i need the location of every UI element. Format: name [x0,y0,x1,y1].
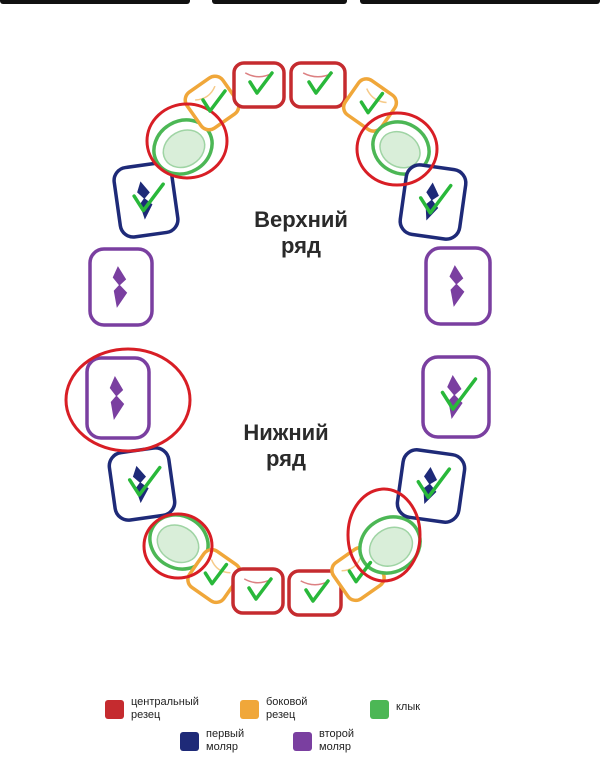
legend-label-canine: клык [396,701,421,713]
annotation-layer [64,71,478,603]
circle-mark-upper-right-canine [145,102,229,180]
legend-item-central-incisor: центральный резец [105,696,219,722]
upper-row-label-line2: ряд [281,233,321,258]
legend-label-lateral-incisor: боковой резец [266,696,308,721]
check-mark-lower-left-first-molar [416,467,452,500]
check-mark-lower-left-central-incisor [304,579,330,603]
legend-swatch-second-molar [293,732,312,751]
tooth-upper-right-canine [152,118,214,176]
lower-row-label: Нижний ряд [206,420,366,472]
legend-item-canine: клык [370,696,456,719]
legend-swatch-central-incisor [105,700,124,719]
check-mark-lower-left-second-molar [440,377,478,411]
legend-swatch-lateral-incisor [240,700,259,719]
tooth-upper-left-lateral-incisor [341,77,399,133]
tooth-lower-right-lateral-incisor [186,547,242,605]
tooth-upper-right-first-molar [112,161,180,239]
legend-swatch-first-molar [180,732,199,751]
tooth-upper-left-central-incisor [289,61,347,109]
tooth-lower-right-central-incisor [231,567,285,615]
legend-label-second-molar: второй моляр [319,728,355,753]
check-mark-upper-left-first-molar [418,183,453,215]
top-edge-bar [0,0,600,4]
check-mark-upper-right-lateral-incisor [201,89,227,113]
circle-mark-upper-left-canine [355,111,439,187]
circle-mark-lower-left-canine [346,487,422,583]
legend-swatch-canine [370,700,389,719]
check-mark-upper-left-central-incisor [307,71,333,95]
check-mark-lower-right-central-incisor [247,577,273,601]
check-mark-lower-left-lateral-incisor [347,560,373,584]
tooth-lower-left-canine [358,515,422,575]
legend-item-lateral-incisor: боковой резец [240,696,326,722]
tooth-upper-left-canine [371,120,431,176]
tooth-lower-right-second-molar [85,356,151,440]
legend-item-second-molar: второй моляр [293,728,374,754]
circle-mark-lower-right-canine [142,512,214,580]
tooth-lower-right-first-molar [107,446,177,522]
check-mark-lower-right-first-molar [127,465,162,497]
check-mark-upper-right-first-molar [132,182,165,213]
tooth-lower-right-canine [148,513,210,571]
legend-label-first-molar: первый моляр [206,728,245,753]
circle-mark-lower-right-second-molar [64,347,192,453]
tooth-lower-left-second-molar [421,355,491,439]
legend-label-central-incisor: центральный резец [131,696,199,721]
tooth-upper-left-first-molar [398,163,468,241]
tooth-upper-right-central-incisor [232,61,286,109]
tooth-lower-left-first-molar [395,448,467,524]
legend-item-first-molar: первый моляр [180,728,256,754]
tooth-upper-left-second-molar [424,246,492,326]
lower-row-label-line1: Нижний [243,420,329,445]
check-mark-upper-right-central-incisor [248,71,274,95]
check-mark-upper-left-lateral-incisor [359,91,385,115]
legend: центральный резец боковой резец клык пер… [0,690,600,761]
tooth-upper-right-second-molar [88,247,154,327]
check-mark-lower-right-lateral-incisor [203,562,229,586]
upper-row-label-line1: Верхний [254,207,348,232]
upper-row-label: Верхний ряд [221,207,381,259]
teeth-diagram [64,61,492,617]
lower-row-label-line2: ряд [266,446,306,471]
